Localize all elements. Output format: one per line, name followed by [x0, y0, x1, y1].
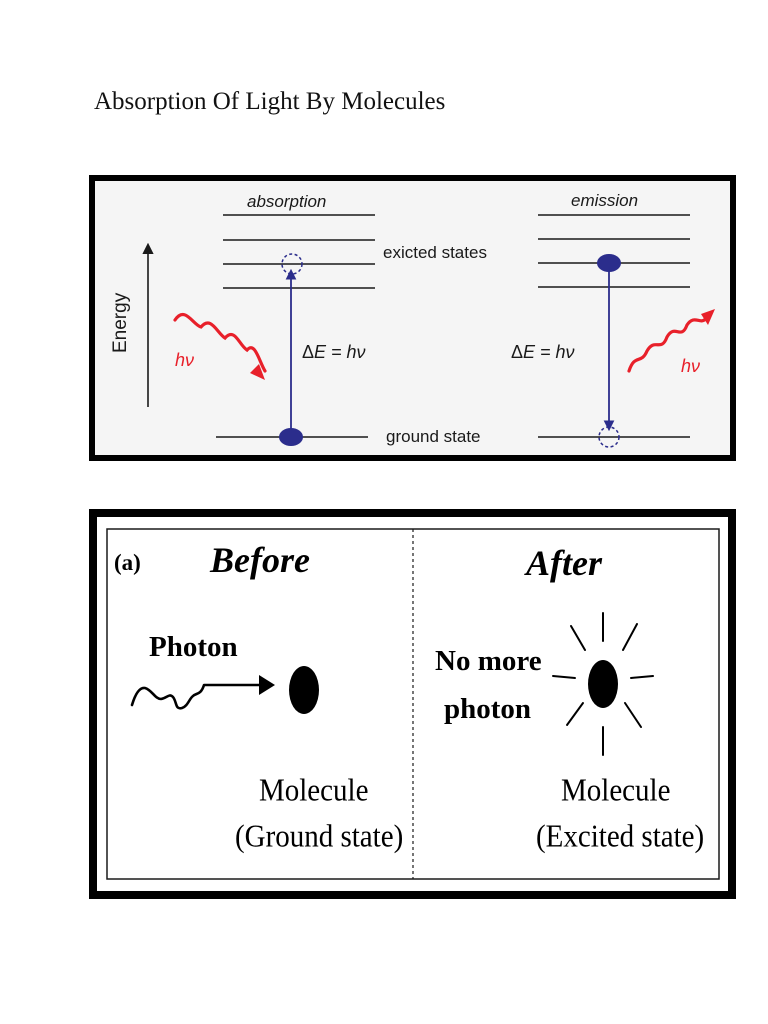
panel-label: (a): [114, 550, 141, 575]
delta-e-right-label: ΔE = hν: [511, 342, 575, 362]
emission-label: emission: [571, 191, 638, 210]
molecule-ground: [289, 666, 319, 714]
photon-label-left: hν: [175, 350, 194, 370]
molecule-right-line1: Molecule: [561, 772, 670, 808]
molecule-right-line2: (Excited state): [536, 818, 704, 854]
excited-state-empty-dot-left: [281, 253, 303, 275]
outgoing-photon-arrowhead: [701, 309, 715, 325]
before-title: Before: [209, 540, 310, 580]
photon-arrowhead: [259, 675, 275, 695]
absorption-label: absorption: [247, 192, 326, 211]
photon-path: [130, 683, 263, 710]
diagram-frame: [89, 175, 736, 461]
excited-states-label: exicted states: [383, 243, 487, 262]
outgoing-photon-wave: [627, 315, 709, 373]
after-title: After: [524, 543, 603, 583]
no-photon-line2: photon: [444, 693, 531, 725]
before-after-diagram: (a) Before After Photon Molecule (Ground…: [89, 509, 736, 899]
energy-axis-label: Energy: [110, 292, 131, 353]
delta-e-left-label: ΔE = hν: [302, 342, 366, 362]
photon-label: Photon: [149, 631, 238, 663]
molecule-left-line1: Molecule: [259, 772, 368, 808]
molecule-left-line2: (Ground state): [235, 818, 403, 854]
incoming-photon-arrowhead: [250, 364, 265, 380]
ground-state-empty-dot-right: [598, 426, 620, 448]
excited-state-electron-dot-right: [597, 254, 621, 272]
ground-state-electron-dot-left: [279, 428, 303, 446]
excited-molecule: [552, 612, 654, 756]
molecule-excited: [588, 660, 618, 708]
page-title: Absorption Of Light By Molecules: [94, 88, 446, 115]
energy-level-diagram: Energy absorption emission exicted state…: [89, 175, 736, 461]
incoming-photon-wave: [173, 312, 267, 373]
ground-state-label: ground state: [386, 427, 481, 446]
no-photon-line1: No more: [435, 645, 542, 677]
excitation-rays: [552, 612, 654, 756]
photon-label-right: hν: [681, 356, 700, 376]
